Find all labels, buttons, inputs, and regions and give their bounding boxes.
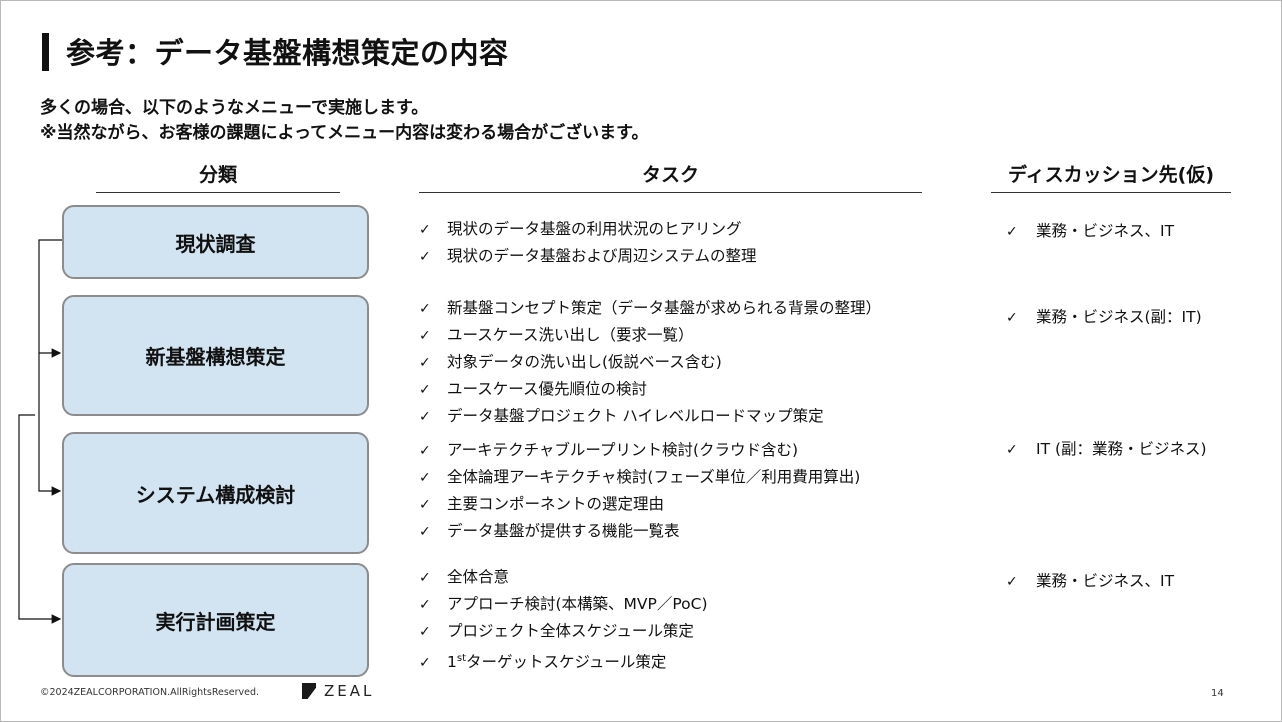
- company-logo: ZEAL: [302, 682, 374, 700]
- category-box-system-design: システム構成検討: [62, 432, 369, 554]
- category-box-current-survey: 現状調査: [62, 205, 369, 279]
- discussion-current-survey: ✓業務・ビジネス、IT: [1006, 222, 1175, 240]
- task-list-new-concept: ✓新基盤コンセプト策定（データ基盤が求められる背景の整理） ✓ユースケース洗い出…: [419, 295, 881, 430]
- task-item: ✓ユースケース洗い出し（要求一覧）: [419, 322, 881, 349]
- task-item: ✓全体論理アーキテクチャ検討(フェーズ単位／利用費用算出): [419, 464, 860, 491]
- connector-survey-to-system: [38, 353, 62, 496]
- task-list-execution-plan: ✓全体合意 ✓アプローチ検討(本構築、MVP／PoC) ✓プロジェクト全体スケジ…: [419, 564, 708, 672]
- title-accent-bar: [42, 33, 49, 71]
- task-item: ✓アーキテクチャブループリント検討(クラウド含む): [419, 437, 860, 464]
- check-icon: ✓: [1006, 224, 1018, 240]
- task-item: ✓新基盤コンセプト策定（データ基盤が求められる背景の整理）: [419, 295, 881, 322]
- check-icon: ✓: [419, 409, 431, 425]
- logo-text: ZEAL: [324, 682, 375, 700]
- check-icon: ✓: [1006, 310, 1018, 326]
- check-icon: ✓: [419, 470, 431, 486]
- check-icon: ✓: [1006, 442, 1018, 458]
- discussion-system-design: ✓IT (副：業務・ビジネス): [1006, 440, 1207, 458]
- discussion-new-concept: ✓業務・ビジネス(副：IT): [1006, 308, 1202, 326]
- zeal-logo-icon: [302, 683, 316, 699]
- task-item: ✓対象データの洗い出し(仮説ベース含む): [419, 349, 881, 376]
- task-item: ✓アプローチ検討(本構築、MVP／PoC): [419, 591, 708, 618]
- check-icon: ✓: [419, 249, 431, 265]
- check-icon: ✓: [419, 443, 431, 459]
- check-icon: ✓: [419, 301, 431, 317]
- connector-survey-to-concept: [38, 239, 62, 358]
- task-list-current-survey: ✓現状のデータ基盤の利用状況のヒアリング ✓現状のデータ基盤および周辺システムの…: [419, 216, 757, 270]
- task-item: ✓現状のデータ基盤および周辺システムの整理: [419, 243, 757, 270]
- task-item: ✓主要コンポーネントの選定理由: [419, 491, 860, 518]
- footer-copyright: ©2024ZEALCORPORATION.AllRightsReserved.: [40, 687, 260, 698]
- header-category: 分類: [96, 160, 340, 193]
- check-icon: ✓: [419, 570, 431, 586]
- check-icon: ✓: [1006, 574, 1018, 590]
- check-icon: ✓: [419, 655, 431, 672]
- intro-line-2: ※当然ながら、お客様の課題によってメニュー内容は変わる場合がございます。: [40, 123, 649, 143]
- task-item: ✓現状のデータ基盤の利用状況のヒアリング: [419, 216, 757, 243]
- discussion-execution-plan: ✓業務・ビジネス、IT: [1006, 572, 1175, 590]
- task-item: ✓ユースケース優先順位の検討: [419, 376, 881, 403]
- check-icon: ✓: [419, 328, 431, 344]
- page-number: 14: [1211, 688, 1224, 699]
- task-list-system-design: ✓アーキテクチャブループリント検討(クラウド含む) ✓全体論理アーキテクチャ検討…: [419, 437, 860, 545]
- intro-text: 多くの場合、以下のようなメニューで実施します。 ※当然ながら、お客様の課題によっ…: [40, 96, 648, 146]
- task-item: ✓データ基盤プロジェクト ハイレベルロードマップ策定: [419, 403, 881, 430]
- task-item: ✓1stターゲットスケジュール策定: [419, 645, 708, 672]
- connector-concept-to-plan: [18, 414, 62, 624]
- check-icon: ✓: [419, 624, 431, 640]
- check-icon: ✓: [419, 497, 431, 513]
- check-icon: ✓: [419, 524, 431, 540]
- check-icon: ✓: [419, 597, 431, 613]
- intro-line-1: 多くの場合、以下のようなメニューで実施します。: [40, 98, 429, 118]
- header-task: タスク: [419, 160, 922, 193]
- check-icon: ✓: [419, 382, 431, 398]
- task-item: ✓プロジェクト全体スケジュール策定: [419, 618, 708, 645]
- task-item: ✓データ基盤が提供する機能一覧表: [419, 518, 860, 545]
- task-item: ✓全体合意: [419, 564, 708, 591]
- category-box-new-concept: 新基盤構想策定: [62, 295, 369, 416]
- category-box-execution-plan: 実行計画策定: [62, 563, 369, 677]
- check-icon: ✓: [419, 222, 431, 238]
- page-title: 参考：データ基盤構想策定の内容: [66, 36, 509, 70]
- header-discussion: ディスカッション先(仮): [991, 160, 1231, 193]
- check-icon: ✓: [419, 355, 431, 371]
